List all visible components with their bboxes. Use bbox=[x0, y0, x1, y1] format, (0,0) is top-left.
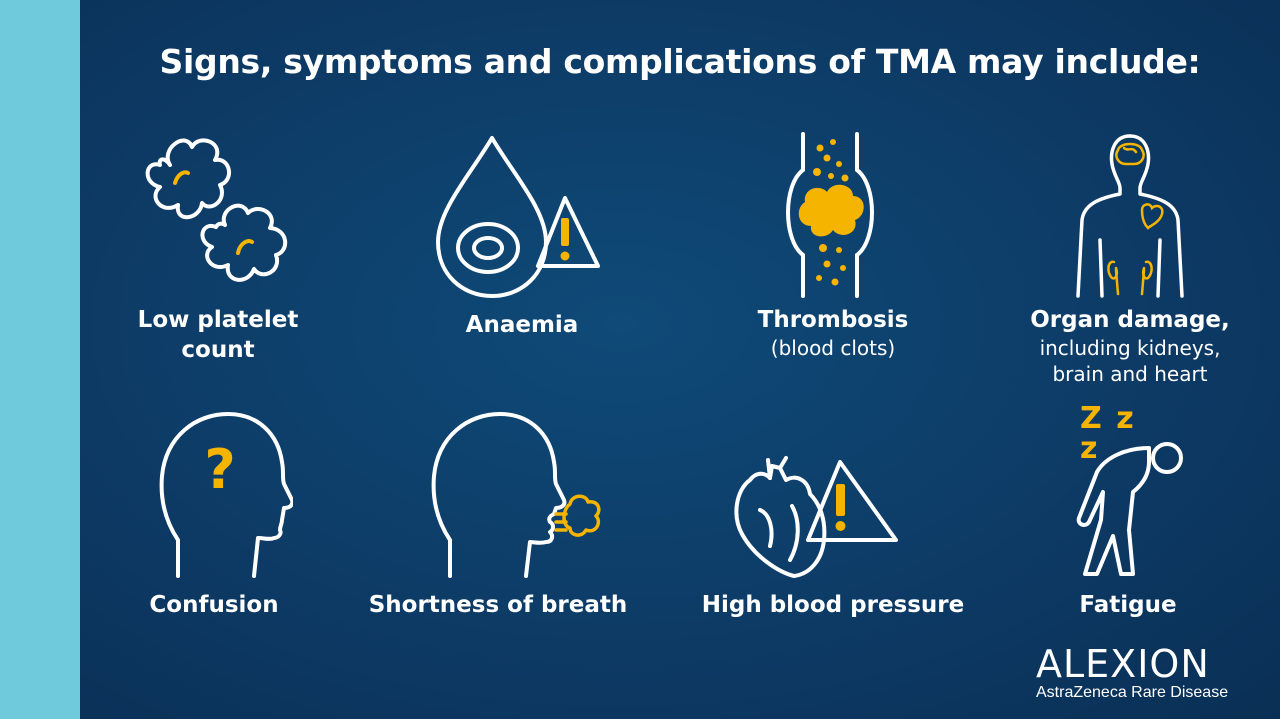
heart-warning-icon bbox=[734, 456, 898, 578]
main-panel bbox=[80, 0, 1280, 719]
label-thrombosis: Thrombosis (blood clots) bbox=[757, 307, 909, 360]
tired-person-icon bbox=[1076, 442, 1183, 576]
blood-drop-warning-icon bbox=[436, 136, 600, 298]
svg-text:?: ? bbox=[204, 438, 235, 501]
label-high-blood-pressure: High blood pressure bbox=[701, 592, 965, 618]
company-logo: ALEXION AstraZeneca Rare Disease bbox=[1030, 636, 1270, 706]
head-breath-icon bbox=[431, 412, 601, 578]
zzz-text: Z z z bbox=[1080, 401, 1136, 466]
label-organ-damage: Organ damage, including kidneys, brain a… bbox=[1030, 307, 1230, 386]
platelet-icon bbox=[145, 138, 287, 282]
label-fatigue: Fatigue bbox=[1079, 592, 1177, 618]
logo-wordmark: ALEXION bbox=[1036, 642, 1210, 686]
label-shortness-of-breath: Shortness of breath bbox=[368, 592, 628, 618]
logo-subtitle: AstraZeneca Rare Disease bbox=[1036, 684, 1229, 701]
head-question-icon: ? bbox=[159, 412, 293, 578]
blood-vessel-clot-icon bbox=[786, 132, 874, 298]
label-low-platelet: Low platelet count bbox=[137, 307, 299, 363]
label-anaemia: Anaemia bbox=[465, 312, 579, 338]
body-organs-icon bbox=[1076, 134, 1184, 298]
side-accent-bar bbox=[0, 0, 80, 719]
page-title: Signs, symptoms and complications of TMA… bbox=[159, 42, 1201, 81]
label-confusion: Confusion bbox=[149, 592, 279, 618]
